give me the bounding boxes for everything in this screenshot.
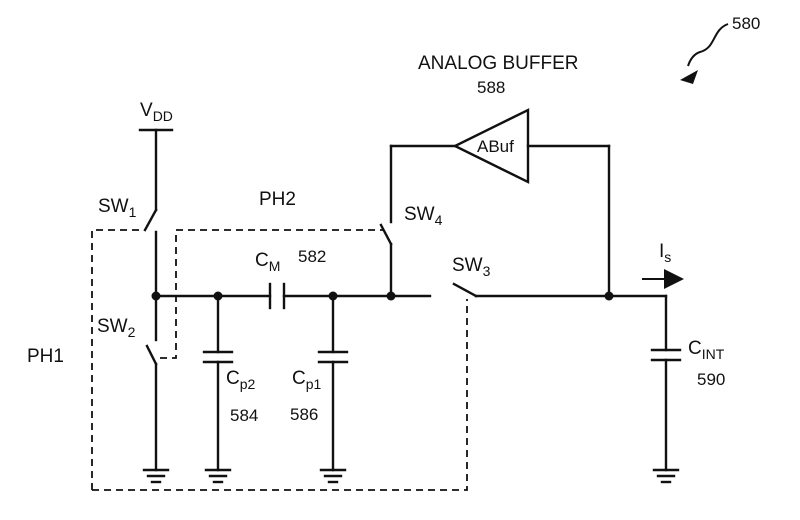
cp2-number: 584 bbox=[230, 406, 258, 425]
ph1-label: PH1 bbox=[27, 346, 64, 367]
cint-label: CINT bbox=[688, 338, 725, 362]
ph2-boundary bbox=[160, 229, 384, 359]
ground-symbol bbox=[319, 468, 347, 484]
figure-reference: 580 bbox=[732, 14, 760, 33]
ph2-label: PH2 bbox=[259, 189, 296, 210]
cm-number: 582 bbox=[298, 247, 326, 266]
vdd-label: VDD bbox=[140, 100, 173, 124]
junction-node bbox=[604, 291, 614, 301]
buffer-title: ANALOG BUFFER bbox=[418, 53, 578, 74]
ground-symbol bbox=[204, 468, 232, 484]
buffer-symbol: ABuf bbox=[477, 137, 514, 156]
cp1-number: 586 bbox=[290, 405, 318, 424]
cm-label: CM bbox=[255, 250, 280, 274]
sw4-blade bbox=[379, 223, 393, 246]
sw2-label: SW2 bbox=[97, 316, 136, 340]
sw1-label: SW1 bbox=[98, 196, 137, 220]
sw3-label: SW3 bbox=[452, 255, 491, 279]
sw3-blade bbox=[452, 282, 478, 298]
current-label: Is bbox=[659, 241, 671, 265]
sw1-blade bbox=[143, 208, 158, 232]
figure-leader-arrow bbox=[680, 70, 698, 84]
junction-node bbox=[151, 291, 161, 301]
ph1-boundary bbox=[92, 299, 468, 491]
figure-leader-line bbox=[687, 23, 729, 67]
cp1-label: Cp1 bbox=[292, 368, 322, 392]
sw2-blade bbox=[145, 344, 158, 366]
cint-number: 590 bbox=[697, 370, 725, 389]
cp2-label: Cp2 bbox=[226, 368, 256, 392]
sw4-label: SW4 bbox=[404, 204, 443, 228]
ph1-boundary bbox=[91, 229, 143, 490]
ground-symbol bbox=[652, 468, 680, 484]
ground-symbol bbox=[142, 468, 170, 484]
buffer-number: 588 bbox=[477, 78, 505, 97]
